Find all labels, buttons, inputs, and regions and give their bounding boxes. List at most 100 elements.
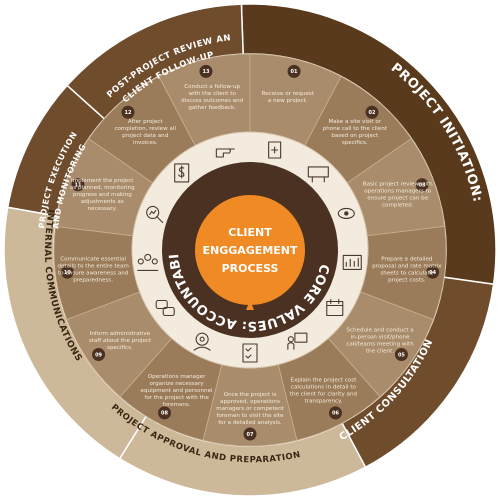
- step-description-line: preparedness.: [73, 278, 113, 284]
- step-description-line: call/teams meeting with: [346, 341, 414, 347]
- step-description-line: transparency.: [304, 398, 342, 404]
- center-line-3: PROCESS: [222, 262, 279, 275]
- checklist-icon: [242, 343, 258, 363]
- step-description-line: staff about the project: [89, 338, 152, 344]
- step-number-badge: [71, 178, 85, 192]
- step-wedges: [53, 53, 447, 447]
- step-description-line: foremen to visit the site: [217, 413, 285, 419]
- step-description-line: a new project.: [268, 98, 308, 104]
- step-description-line: Once the project is: [224, 392, 277, 398]
- step-number-badge: [394, 348, 408, 362]
- step-description-line: phone call to the client: [323, 126, 388, 132]
- step-description-line: equipment and personnel: [141, 388, 214, 394]
- phase-bands: [3, 3, 497, 497]
- step-number: 03: [419, 183, 426, 189]
- step-description-line: Implement the project: [71, 178, 134, 184]
- step-description-line: After project: [128, 119, 163, 125]
- step-number-badge: [415, 178, 429, 192]
- step-description-line: Inform administrative: [90, 331, 151, 337]
- proposal-chart-icon: [342, 254, 362, 270]
- calendar-icon: [326, 298, 344, 317]
- step-description-line: ensure project can be: [367, 195, 428, 201]
- chat-bubbles-icon: [155, 299, 175, 317]
- step-number: 04: [429, 270, 436, 276]
- contact-sign-icon: [307, 166, 329, 183]
- step-number-badge: [92, 348, 106, 362]
- step-description-line: in-person visit/phone: [351, 334, 411, 340]
- icon-ring-border: [131, 131, 369, 369]
- step-description-line: to ensure awareness and: [58, 271, 129, 277]
- step-number: 13: [202, 69, 209, 75]
- step-number-badge: [426, 265, 440, 279]
- pointing-hand-icon: [215, 148, 235, 158]
- step-number: 06: [332, 411, 339, 417]
- center-circle: [195, 195, 305, 305]
- step-description-line: proposal and rate matrix: [372, 264, 442, 270]
- step-number-badge: [157, 406, 171, 420]
- step-description-line: completion, review all: [114, 126, 176, 132]
- step-description-line: invoices.: [133, 140, 158, 146]
- step-description-line: Explain the project cost: [290, 377, 357, 383]
- step-icons: [137, 141, 362, 363]
- step-description-line: operations managers to: [364, 188, 432, 194]
- center-line-2: ENGGAGEMENT: [202, 244, 298, 257]
- step-description-line: calculations in detail to: [291, 384, 357, 390]
- step-description-line: Basic project review with: [363, 181, 433, 187]
- step-description-line: sheets to calculate: [380, 271, 433, 277]
- step-description-line: Communicate essential: [60, 257, 126, 263]
- step-number-badge: [199, 64, 213, 78]
- step-description-line: Conduct a follow-up: [184, 84, 240, 90]
- step-description-line: managers or competent: [216, 406, 284, 412]
- step-description-line: the client.: [366, 348, 394, 354]
- step-number-badge: [329, 406, 343, 420]
- eye-review-icon: [337, 207, 355, 220]
- step-number: 07: [247, 432, 254, 438]
- magnify-chart-icon: [146, 205, 164, 224]
- step-description-line: adjustments as: [81, 199, 124, 205]
- presentation-icon: [287, 332, 308, 350]
- team-gear-icon: [193, 332, 211, 351]
- step-description-line: as planned, monitoring: [70, 185, 135, 191]
- step-description-line: details to the entire team: [57, 264, 128, 270]
- step-description-line: for a detailed analysis.: [218, 420, 282, 426]
- step-description-line: the client for clarity and: [290, 391, 358, 397]
- step-number: 12: [125, 110, 132, 116]
- step-description-line: based on project: [331, 133, 379, 139]
- step-number-badge: [365, 105, 379, 119]
- step-description-line: foremans.: [163, 402, 191, 408]
- step-description-line: for the project with the: [144, 395, 209, 401]
- step-number-badge: [60, 265, 74, 279]
- step-description-line: project data and: [122, 133, 169, 139]
- step-number-badge: [287, 64, 301, 78]
- step-description-line: discuss outcomes and: [181, 98, 243, 104]
- step-description-line: gather feedback.: [188, 105, 236, 111]
- step-number-badge: [243, 427, 257, 441]
- step-description-line: with the client to: [189, 91, 237, 97]
- step-description-line: completed.: [382, 202, 414, 208]
- team-meeting-icon: [137, 253, 159, 271]
- new-document-icon: [268, 141, 282, 159]
- invoice-dollar-icon: [174, 163, 190, 183]
- step-number: 01: [291, 69, 298, 75]
- step-description-line: organize necessary: [149, 381, 204, 387]
- step-description-line: project costs.: [388, 278, 426, 284]
- step-number: 09: [95, 352, 102, 358]
- step-number: 10: [64, 270, 71, 276]
- step-description-line: Prepare a detailed: [381, 257, 433, 263]
- step-description-line: Make a site visit or: [328, 119, 381, 125]
- step-number: 11: [74, 183, 81, 189]
- step-description-line: specifics.: [107, 345, 133, 351]
- step-number: 05: [398, 352, 405, 358]
